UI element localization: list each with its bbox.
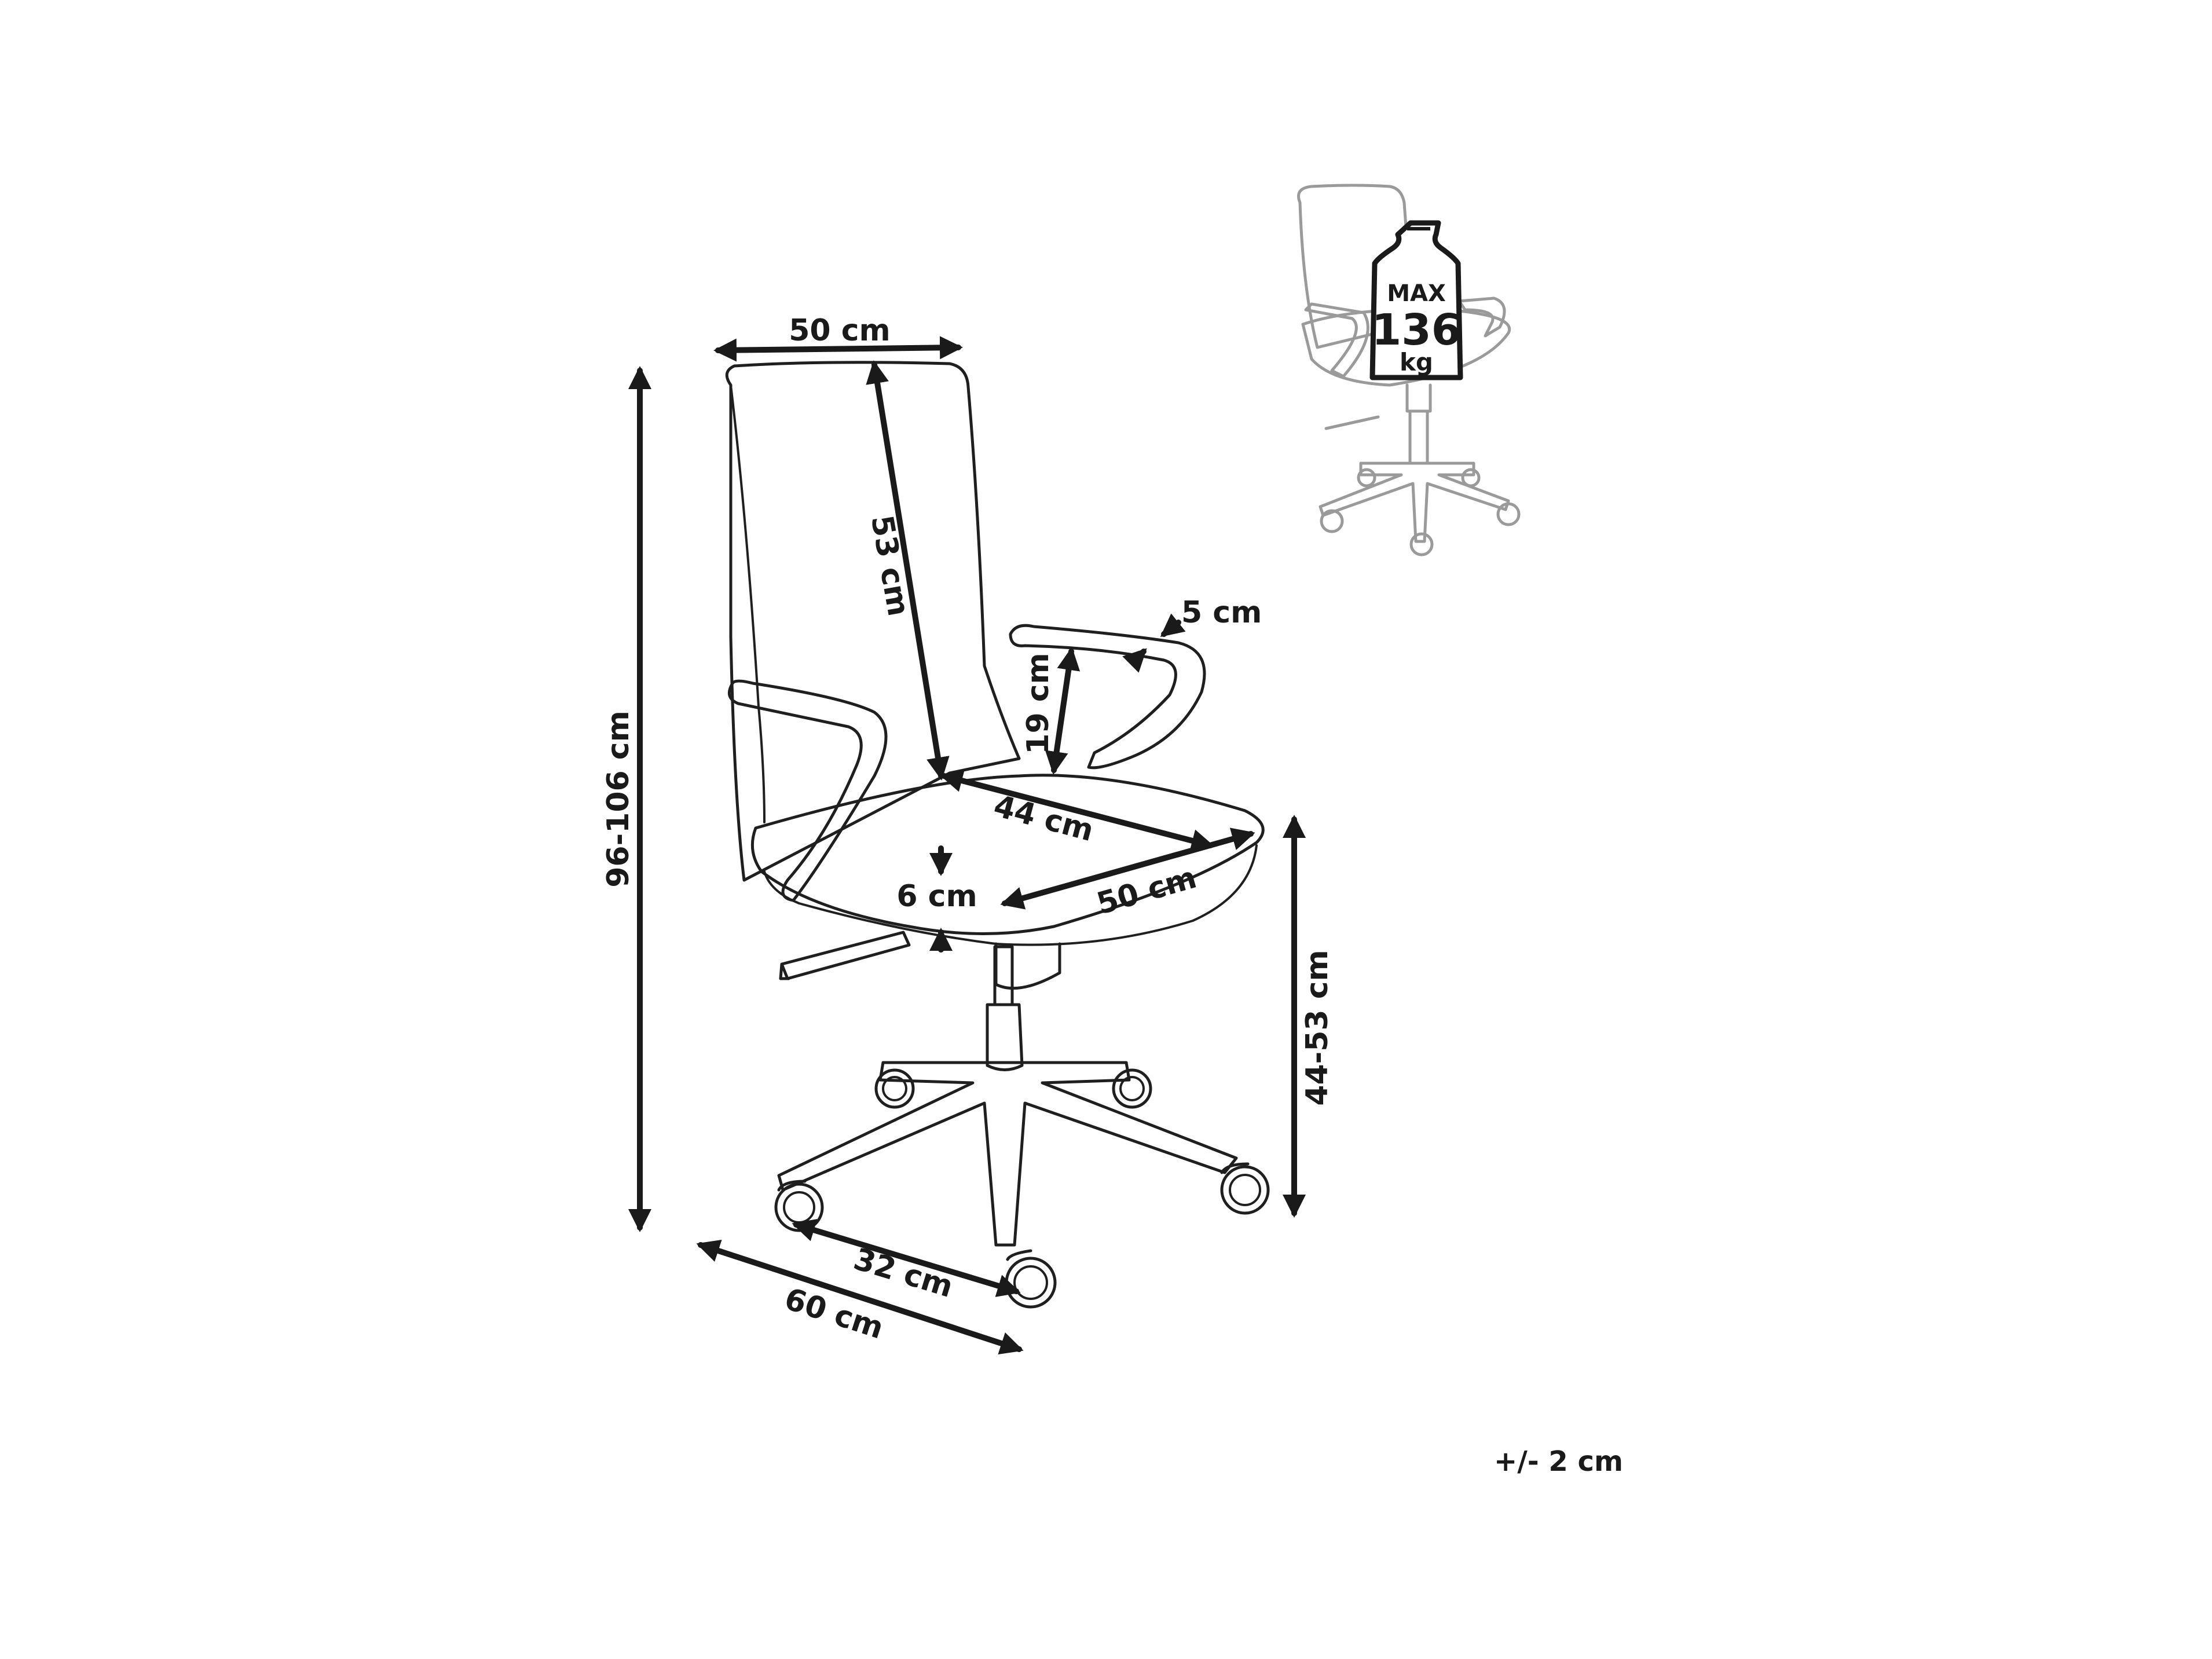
- label-base-radius: 32 cm: [849, 1241, 957, 1305]
- faint-chair-illustration: [1297, 184, 1521, 556]
- label-armrest-width: 5 cm: [1181, 595, 1262, 630]
- star-base: [777, 1061, 1238, 1247]
- caster-front: [1005, 1249, 1057, 1309]
- weight-icon: [1369, 220, 1463, 380]
- dim-base-width-line: [696, 1239, 1024, 1355]
- dimension-labels: 96-106 cm 50 cm 53 cm 5 cm 19 cm 44 cm 5…: [601, 313, 1335, 1346]
- label-armrest-height: 19 cm: [1021, 653, 1056, 754]
- caster-back-left: [874, 1068, 915, 1109]
- label-seat-depth: 44 cm: [990, 789, 1097, 848]
- label-seat-thickness: 6 cm: [896, 879, 977, 914]
- label-backrest-width: 50 cm: [789, 313, 890, 348]
- label-backrest-height: 53 cm: [864, 512, 916, 618]
- dim-backrest-height-line: [866, 360, 950, 781]
- capacity-unit: kg: [1400, 348, 1433, 376]
- backrest-inner-edge: [730, 384, 766, 823]
- dim-armrest-width-line-2: [1122, 648, 1147, 673]
- label-seat-width: 50 cm: [1093, 860, 1200, 922]
- capacity-value: 136: [1372, 305, 1461, 355]
- dim-armrest-height-line: [1045, 647, 1081, 775]
- left-armrest: [727, 679, 888, 902]
- backrest: [725, 361, 1021, 882]
- capacity-max-label: MAX: [1387, 280, 1446, 307]
- label-seat-height: 44-53 cm: [1300, 950, 1335, 1105]
- right-armrest: [1009, 624, 1206, 770]
- dimension-lines: [628, 336, 1306, 1355]
- tolerance-note: +/- 2 cm: [1494, 1445, 1623, 1478]
- dim-seat-width-line: [1000, 827, 1255, 910]
- caster-back-right: [1112, 1068, 1152, 1109]
- cylinder-cover: [986, 1003, 1024, 1071]
- height-lever: [779, 931, 911, 980]
- caster-right: [1220, 1162, 1270, 1215]
- seat-mechanism: [994, 942, 1061, 990]
- label-overall-height: 96-106 cm: [601, 711, 636, 888]
- capacity-inset: MAX 136 kg: [1297, 184, 1521, 556]
- dim-armrest-width-line: [1160, 613, 1186, 637]
- chair-illustration: [725, 361, 1270, 1309]
- dim-backrest-width-line: [713, 336, 963, 362]
